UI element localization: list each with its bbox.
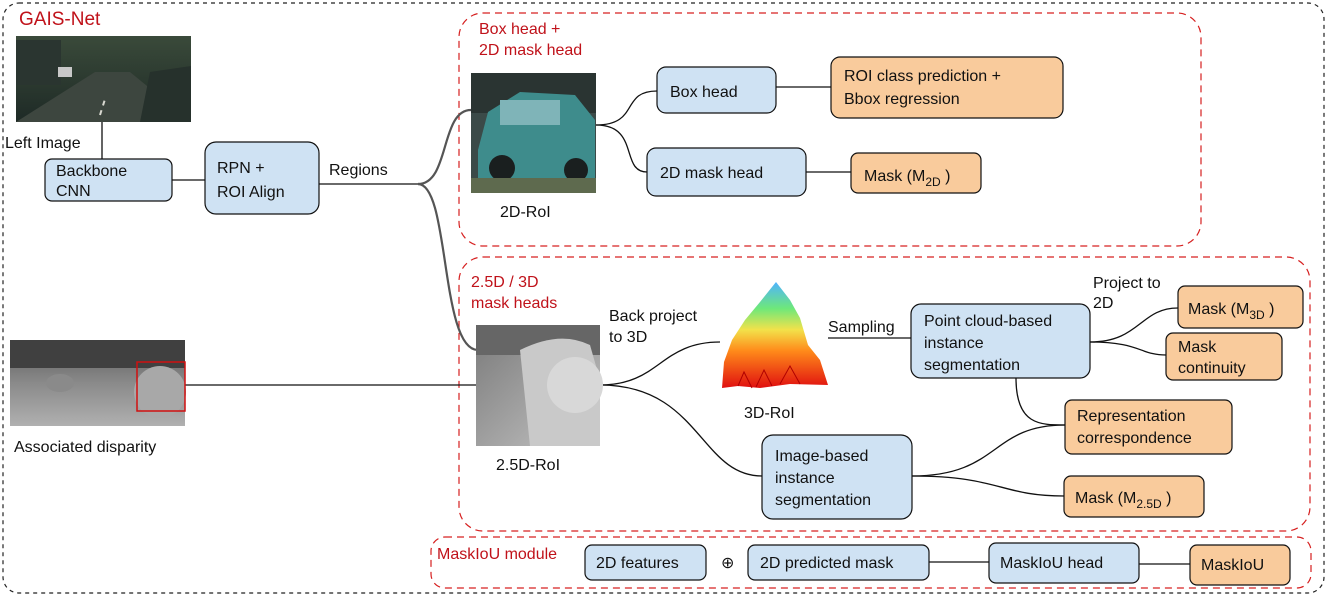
svg-text:ROI Align: ROI Align bbox=[217, 184, 285, 201]
point-cloud-3d bbox=[722, 282, 828, 389]
disparity-roi-marker bbox=[136, 361, 186, 412]
svg-text:Box head: Box head bbox=[670, 84, 738, 101]
svg-text:Representation: Representation bbox=[1077, 408, 1186, 425]
mask-25d-output: Mask (M2.5D ) bbox=[1063, 475, 1205, 518]
predicted-mask-block: 2D predicted mask bbox=[747, 544, 930, 581]
svg-text:Point cloud-based: Point cloud-based bbox=[924, 313, 1052, 330]
svg-text:continuity: continuity bbox=[1178, 360, 1246, 377]
svg-text:ROI class prediction +: ROI class prediction + bbox=[844, 68, 1001, 85]
roi-25d-image bbox=[476, 325, 603, 446]
region-2d-heads bbox=[458, 12, 1202, 247]
svg-text:MaskIoU: MaskIoU bbox=[1201, 557, 1264, 574]
sampling-label: Sampling bbox=[828, 319, 895, 336]
maskiou-head-block: MaskIoU head bbox=[988, 542, 1140, 584]
regions-label: Regions bbox=[329, 162, 388, 179]
mask-2d-output: Mask (M2D ) bbox=[850, 152, 982, 194]
image-based-seg-block: Image-based instance segmentation bbox=[761, 434, 913, 520]
mask-head-2d-block: 2D mask head bbox=[646, 147, 807, 197]
svg-text:Mask (M3D ): Mask (M3D ) bbox=[1188, 301, 1274, 322]
backbone-cnn-block: Backbone CNN bbox=[44, 158, 173, 202]
project-2d-label: Project to bbox=[1093, 275, 1161, 292]
disparity-label: Associated disparity bbox=[14, 439, 156, 456]
svg-text:2D features: 2D features bbox=[596, 555, 679, 572]
svg-text:segmentation: segmentation bbox=[775, 492, 871, 509]
connectors bbox=[101, 86, 1190, 565]
mask-3d-output: Mask (M3D ) bbox=[1177, 285, 1304, 329]
region-3d-heads bbox=[458, 256, 1311, 532]
region-3d-title-line2: mask heads bbox=[471, 295, 557, 312]
svg-text:Bbox regression: Bbox regression bbox=[844, 91, 960, 108]
mask-continuity-block: Mask continuity bbox=[1165, 332, 1283, 381]
svg-text:2D predicted mask: 2D predicted mask bbox=[760, 555, 894, 572]
region-2d-title-line2: 2D mask head bbox=[479, 42, 582, 59]
svg-text:RPN +: RPN + bbox=[217, 160, 265, 177]
roi-prediction-block: ROI class prediction + Bbox regression bbox=[830, 56, 1064, 119]
svg-text:instance: instance bbox=[775, 470, 835, 487]
svg-text:Mask (M2D ): Mask (M2D ) bbox=[864, 168, 950, 189]
svg-text:Mask: Mask bbox=[1178, 339, 1217, 356]
representation-correspondence-block: Representation correspondence bbox=[1064, 399, 1233, 455]
back-project-label-line2: to 3D bbox=[609, 329, 647, 346]
rpn-roi-align-block: RPN + ROI Align bbox=[204, 141, 320, 215]
features-2d-block: 2D features bbox=[584, 544, 707, 581]
maskiou-title: MaskIoU module bbox=[437, 546, 557, 563]
svg-text:segmentation: segmentation bbox=[924, 357, 1020, 374]
svg-text:instance: instance bbox=[924, 335, 984, 352]
roi-25d-label: 2.5D-RoI bbox=[496, 457, 560, 474]
roi-2d-image bbox=[471, 73, 596, 193]
svg-text:Mask (M2.5D ): Mask (M2.5D ) bbox=[1075, 490, 1171, 511]
svg-text:Backbone: Backbone bbox=[56, 163, 127, 180]
diagram-title: GAIS-Net bbox=[19, 9, 101, 30]
region-maskiou bbox=[430, 536, 1312, 589]
svg-text:MaskIoU head: MaskIoU head bbox=[1000, 555, 1103, 572]
back-project-label: Back project bbox=[609, 308, 698, 325]
roi-2d-label: 2D-RoI bbox=[500, 204, 551, 221]
left-image-label: Left Image bbox=[5, 135, 81, 152]
project-2d-label-line2: 2D bbox=[1093, 295, 1113, 312]
region-2d-title: Box head + bbox=[479, 21, 560, 38]
svg-text:correspondence: correspondence bbox=[1077, 430, 1192, 447]
svg-text:CNN: CNN bbox=[56, 183, 91, 200]
left-image bbox=[16, 36, 191, 122]
roi-3d-label: 3D-RoI bbox=[744, 405, 795, 422]
disparity-image bbox=[10, 340, 186, 426]
maskiou-output-block: MaskIoU bbox=[1189, 544, 1291, 586]
svg-text:Image-based: Image-based bbox=[775, 448, 868, 465]
pointcloud-seg-block: Point cloud-based instance segmentation bbox=[910, 303, 1091, 379]
concat-symbol: ⊕ bbox=[721, 555, 734, 572]
region-3d-title: 2.5D / 3D bbox=[471, 274, 539, 291]
box-head-block: Box head bbox=[656, 66, 777, 114]
svg-text:2D mask head: 2D mask head bbox=[660, 165, 763, 182]
